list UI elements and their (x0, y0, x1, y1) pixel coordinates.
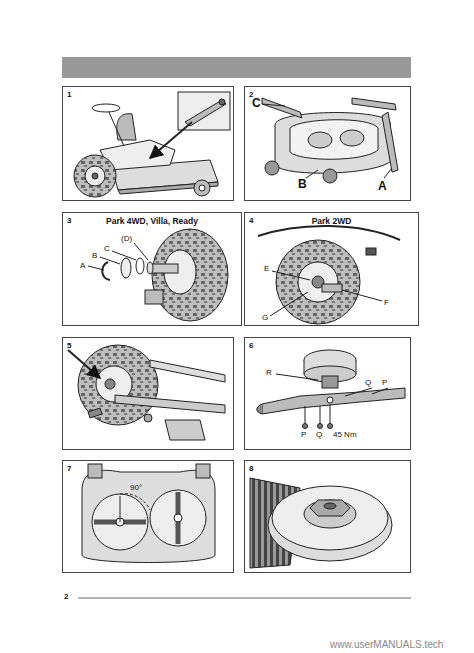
panel-number: 6 (249, 341, 253, 350)
panel-heading: Park 2WD (245, 216, 418, 226)
wheel-exploded (88, 229, 228, 321)
panel-number: 4 (249, 216, 253, 225)
cutting-deck (262, 98, 398, 183)
part-label: 90° (130, 484, 142, 492)
panel-number: 5 (67, 341, 71, 350)
part-label: C (104, 245, 110, 253)
panel-number: 8 (249, 464, 253, 473)
figure-panel: 4Park 2WD (244, 212, 419, 326)
figure-panel: 1 (62, 86, 234, 201)
panel-number: 3 (67, 216, 71, 225)
watermark: www.userMANUALS.tech (330, 640, 443, 650)
panel-number: 1 (67, 90, 71, 99)
part-label: R (266, 369, 272, 377)
part-label: F (384, 299, 389, 307)
part-label: G (262, 314, 268, 322)
part-label: 45 Nm (333, 431, 357, 439)
figure-panel: 6 (244, 337, 411, 450)
part-label: P (382, 379, 387, 387)
header-bar (62, 57, 411, 78)
part-label: Q (316, 431, 322, 439)
deck-top-view (82, 464, 215, 563)
panel-heading: Park 4WD, Villa, Ready (63, 216, 241, 226)
footer-rule (78, 598, 411, 599)
part-label: E (264, 265, 269, 273)
part-label: A (80, 262, 85, 270)
part-label: B (298, 178, 307, 190)
page-number: 2 (64, 593, 68, 601)
figure-panel: 5 (62, 337, 234, 450)
panel-number: 7 (67, 464, 71, 473)
mower-side-view (74, 92, 230, 197)
part-label: B (92, 252, 97, 260)
part-label: P (301, 431, 306, 439)
figure-panel: 7 (62, 460, 234, 573)
part-label: C (252, 97, 261, 109)
figure-panel: 3Park 4WD, Villa, Ready (62, 212, 242, 326)
part-label: (D) (121, 235, 132, 243)
figure-panel: 8 (244, 460, 411, 573)
part-label: Q (365, 379, 371, 387)
blade-assembly (257, 350, 405, 429)
part-label: A (378, 180, 387, 192)
pulley-belt (250, 478, 392, 568)
wheel-frame (68, 345, 225, 440)
wheel-2wd (258, 226, 400, 324)
